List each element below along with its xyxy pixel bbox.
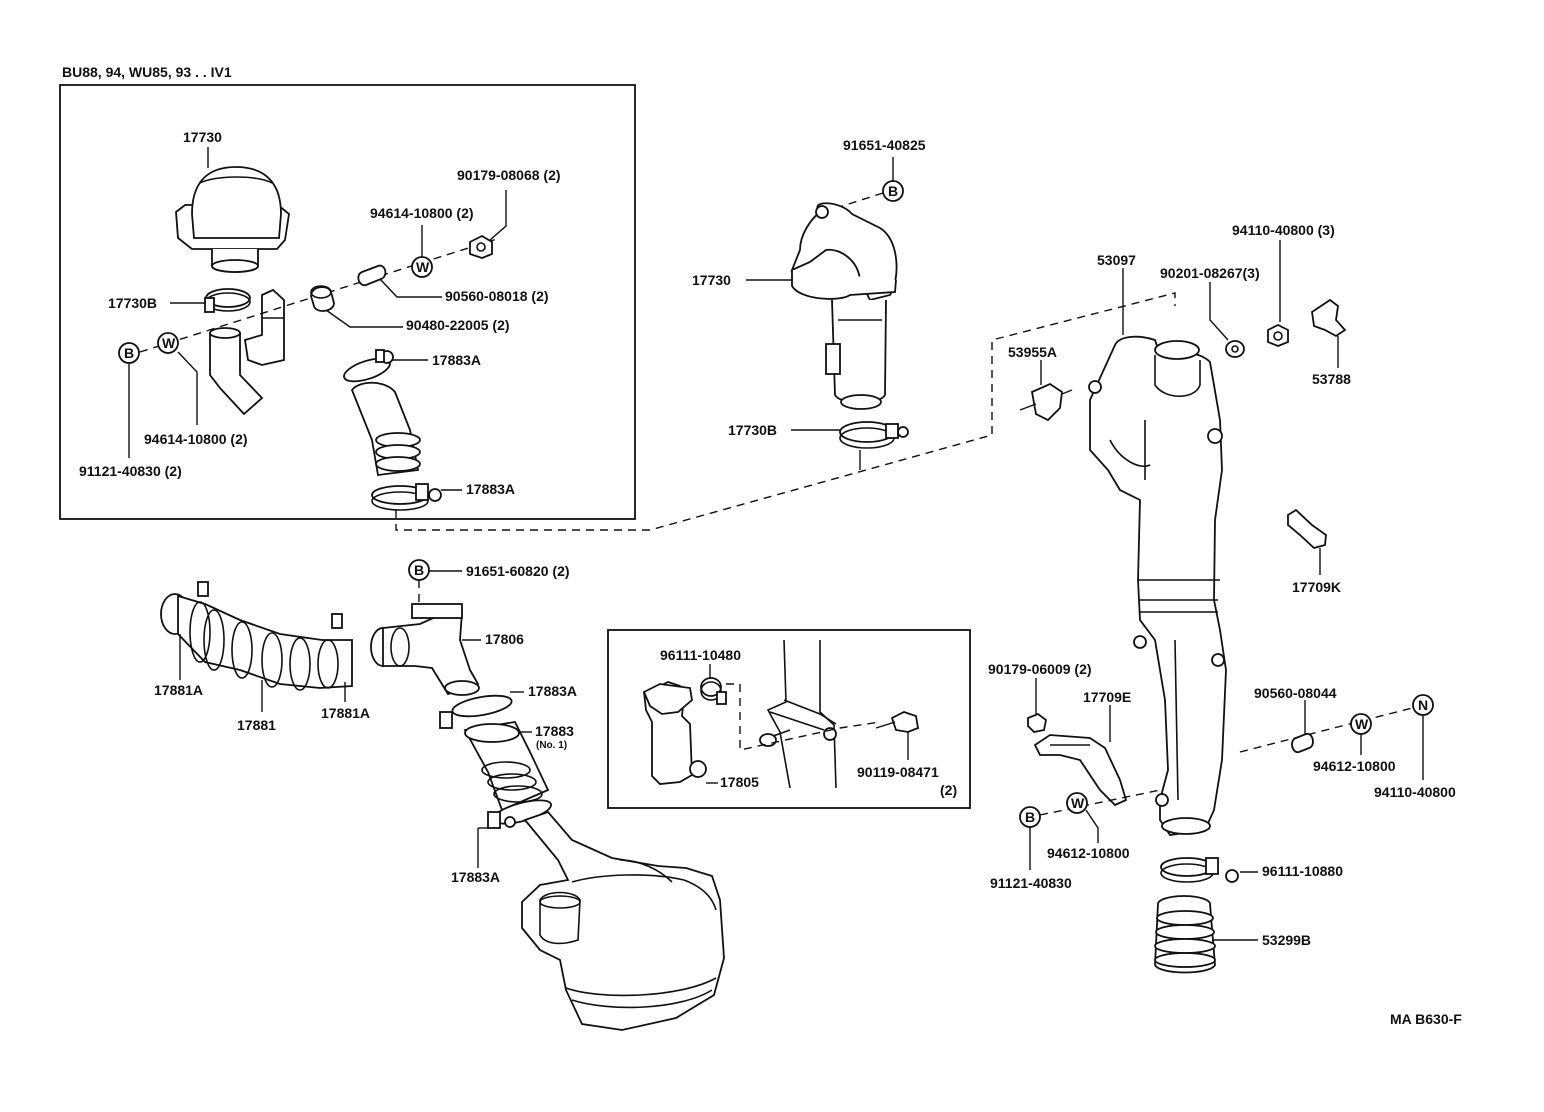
nut-90201-08267 xyxy=(1225,340,1245,358)
label-90560-08044: 90560-08044 xyxy=(1254,685,1337,701)
clamp-96111-10480 xyxy=(700,677,727,705)
bolt-symbol-91651-60820: B xyxy=(408,559,430,581)
bolt-90119-08471 xyxy=(875,711,920,733)
svg-text:W: W xyxy=(1355,716,1369,732)
bracket-17709E xyxy=(1033,734,1128,807)
bracket-frame xyxy=(759,639,837,789)
svg-text:B: B xyxy=(1025,809,1035,825)
label-17709k: 17709K xyxy=(1292,579,1341,595)
label-17883: 17883 xyxy=(535,723,574,739)
clamp-17730b xyxy=(839,421,909,449)
air-duct-53097 xyxy=(1088,335,1227,836)
label-inset-17883a-bottom: 17883A xyxy=(466,481,515,497)
header-note: BU88, 94, WU85, 93 . . IV1 xyxy=(62,64,232,80)
bolt-symbol-lower-right: B xyxy=(1019,806,1041,828)
footer-code: MA B630-F xyxy=(1390,1011,1462,1027)
grommet-53955A xyxy=(1019,382,1073,422)
clip-53788 xyxy=(1311,298,1347,338)
svg-text:N: N xyxy=(1418,697,1428,713)
bellows-hose-inset xyxy=(350,381,421,476)
washer-symbol-right: W xyxy=(1350,713,1372,735)
label-inset-17883a-top: 17883A xyxy=(432,352,481,368)
hose-17881 xyxy=(160,581,353,691)
vsv-17805 xyxy=(642,681,707,785)
clamp-96111-10880 xyxy=(1160,857,1239,883)
label-17881: 17881 xyxy=(237,717,276,733)
boot-53299B xyxy=(1154,895,1216,974)
label-96111-10880: 96111-10880 xyxy=(1262,863,1343,879)
clamp-17883a-low xyxy=(487,799,552,829)
label-53097: 53097 xyxy=(1097,252,1136,268)
nut-90179-08068 xyxy=(469,234,493,259)
label-90119-qty: (2) xyxy=(940,782,957,798)
nut-94110-40800-3 xyxy=(1267,323,1289,347)
label-94110-40800: 94110-40800 xyxy=(1374,784,1456,800)
label-17709e: 17709E xyxy=(1083,689,1131,705)
air-inlet-17730 xyxy=(790,202,898,410)
elbow-pipe-inset xyxy=(209,288,285,416)
svg-text:W: W xyxy=(416,259,430,275)
label-53299b: 53299B xyxy=(1262,932,1311,948)
air-cleaner-case xyxy=(521,810,725,1031)
label-53788: 53788 xyxy=(1312,371,1351,387)
label-17730: 17730 xyxy=(692,272,731,288)
hose-17883 xyxy=(463,721,550,812)
label-17730b: 17730B xyxy=(728,422,777,438)
label-53955a: 53955A xyxy=(1008,344,1057,360)
svg-text:B: B xyxy=(414,562,424,578)
label-17883-no1: (No. 1) xyxy=(536,740,567,751)
label-17883a-low: 17883A xyxy=(451,869,500,885)
clamp-17730b-inset xyxy=(204,288,251,313)
label-inset-90560-08018: 90560-08018 (2) xyxy=(445,288,549,304)
nut-symbol-right: N xyxy=(1412,694,1434,716)
nut-90179-06009 xyxy=(1027,712,1047,733)
inset-box xyxy=(59,84,636,520)
label-17805: 17805 xyxy=(720,774,759,790)
bolt-symbol-inset: B xyxy=(118,342,140,364)
washer-symbol-inset-left: W xyxy=(157,332,179,354)
svg-text:W: W xyxy=(1071,795,1085,811)
washer-symbol-lower-right: W xyxy=(1066,792,1088,814)
spacer-90560-08018 xyxy=(357,264,387,287)
svg-text:W: W xyxy=(162,335,176,351)
label-90179-06009: 90179-06009 (2) xyxy=(988,661,1092,677)
elbow-17806 xyxy=(370,603,480,696)
label-96111-10480: 96111-10480 xyxy=(660,647,741,663)
washer-symbol-inset-top: W xyxy=(411,256,433,278)
spacer-90560-08044 xyxy=(1291,733,1314,753)
clamp-17883a-inset-top xyxy=(343,349,394,383)
label-94612-10800-left: 94612-10800 xyxy=(1047,845,1130,861)
bracket-17709K xyxy=(1287,508,1327,549)
label-91121-40830: 91121-40830 xyxy=(990,875,1072,891)
label-94110-40800-3: 94110-40800 (3) xyxy=(1232,222,1335,238)
label-inset-90480-22005: 90480-22005 (2) xyxy=(406,317,510,333)
svg-text:B: B xyxy=(888,183,898,199)
label-17883a-mid: 17883A xyxy=(528,683,577,699)
label-inset-17730b: 17730B xyxy=(108,295,157,311)
label-90201-08267: 90201-08267(3) xyxy=(1160,265,1260,281)
label-inset-94614-top: 94614-10800 (2) xyxy=(370,205,474,221)
label-inset-90179-08068: 90179-08068 (2) xyxy=(457,167,561,183)
clamp-17883a-mid xyxy=(439,694,513,729)
label-90119-08471: 90119-08471 xyxy=(857,764,939,780)
svg-text:B: B xyxy=(124,345,134,361)
label-94612-10800-right: 94612-10800 xyxy=(1313,758,1396,774)
label-91651-60820: 91651-60820 (2) xyxy=(466,563,570,579)
label-17881a-right: 17881A xyxy=(321,705,370,721)
bolt-symbol-91651-40825: B xyxy=(882,180,904,202)
label-17881a-left: 17881A xyxy=(154,682,203,698)
air-cap-inset xyxy=(175,166,290,273)
clamp-17883a-inset-bottom xyxy=(371,483,442,511)
label-91651-40825: 91651-40825 xyxy=(843,137,926,153)
label-inset-17730: 17730 xyxy=(183,129,222,145)
label-17806: 17806 xyxy=(485,631,524,647)
inset-box-17805 xyxy=(607,629,971,809)
label-inset-91121-40830: 91121-40830 (2) xyxy=(79,463,182,479)
grommet-90480-22005 xyxy=(310,285,335,312)
label-inset-94614-bottom: 94614-10800 (2) xyxy=(144,431,248,447)
